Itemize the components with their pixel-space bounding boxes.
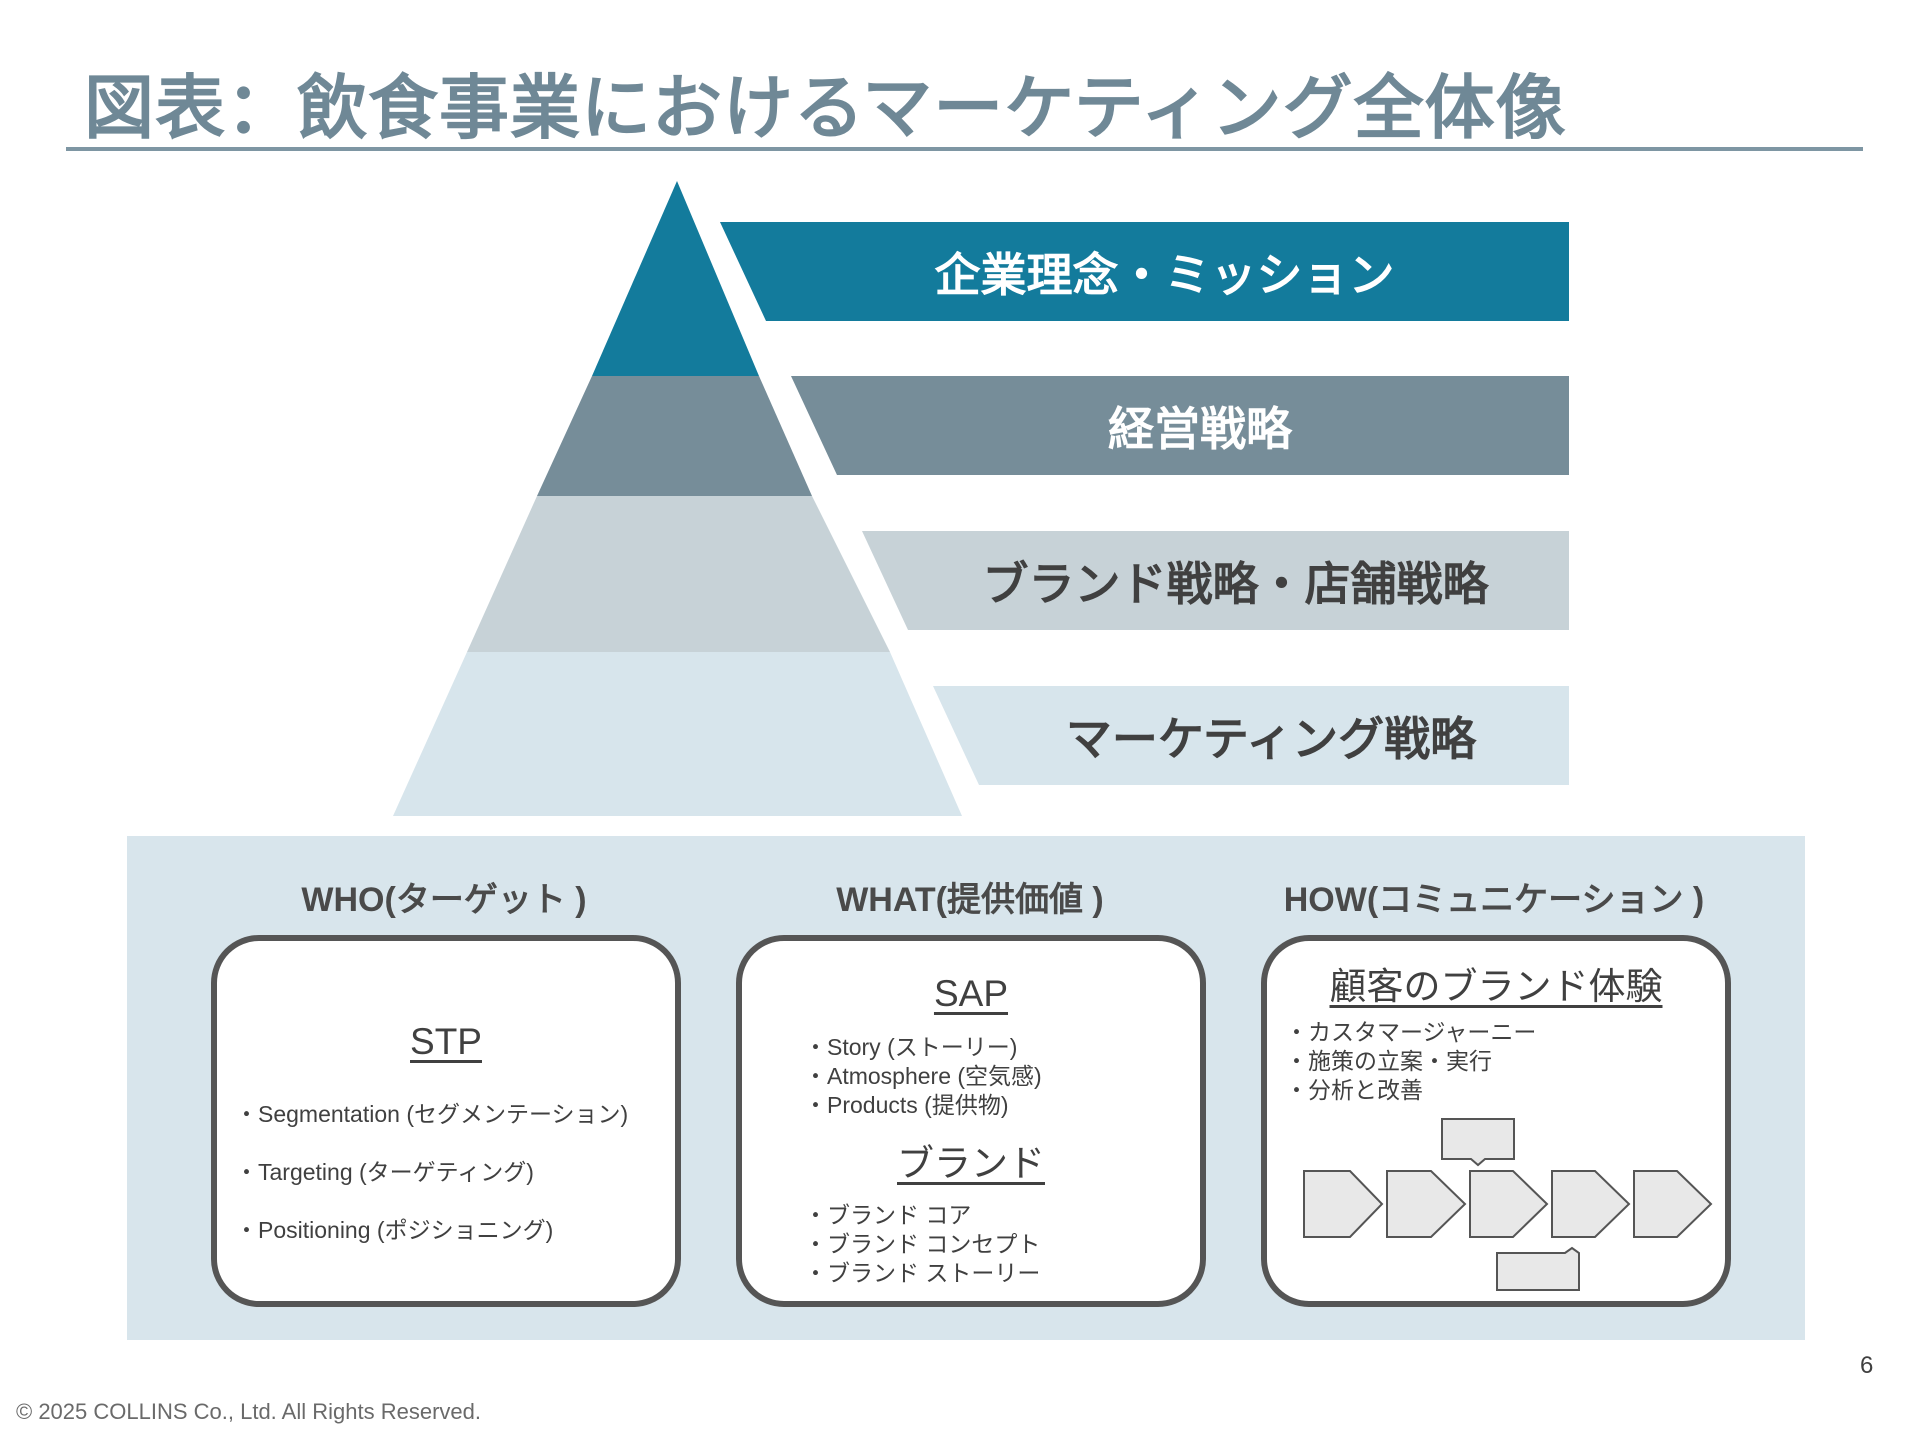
list-item: ブランド コンセプト [804,1225,1040,1259]
level-3-label: ブランド戦略・店舗戦略 [982,556,1489,611]
stp-heading: STP [410,1021,482,1062]
who-box: STP Segmentation (セグメンテーション) Targeting (… [211,935,681,1307]
band-shape-4 [933,686,1569,785]
how-heading: HOW(コミュニケーション ) [1283,881,1705,919]
list-item: Story (ストーリー) [804,1028,1017,1062]
list-item: ブランド コア [804,1196,971,1230]
title-divider [66,147,1863,151]
level-2-band: 経営戦略 [791,376,1569,475]
level-2-label: 経営戦略 [1108,401,1292,456]
what-heading: WHAT(提供価値 ) [836,881,1104,919]
pyramid-tier-1 [592,181,759,376]
level-1-band: 企業理念・ミッション [720,222,1569,321]
list-item: Segmentation (セグメンテーション) [235,1095,628,1129]
list-item: ブランド ストーリー [804,1254,1040,1288]
page-number: 6 [1860,1352,1874,1379]
band-shape-2 [791,376,1569,475]
list-item: Positioning (ポジショニング) [235,1211,553,1245]
who-heading: WHO(ターゲット ) [301,881,587,919]
list-item: Products (提供物) [804,1086,1008,1120]
level-4-band: マーケティング戦略 [933,686,1569,785]
pyramid-tier-3 [467,496,890,652]
page-title: 図表：飲食事業におけるマーケティング全体像 [84,67,1567,149]
level-4-label: マーケティング戦略 [1065,711,1477,766]
brand-experience-heading: 顧客のブランド体験 [1329,966,1663,1007]
pyramid-diagram [393,181,1569,816]
pyramid-tier-2 [537,376,812,496]
customer-journey-flow-icon [1303,1118,1713,1291]
level-3-band: ブランド戦略・店舗戦略 [862,531,1569,630]
band-shape-1 [720,222,1569,321]
brand-heading: ブランド [897,1143,1045,1184]
sap-heading: SAP [933,973,1009,1014]
copyright-text: © 2025 COLLINS Co., Ltd. All Rights Rese… [16,1399,481,1424]
list-item: Targeting (ターゲティング) [235,1153,534,1187]
what-box: SAP Story (ストーリー) Atmosphere (空気感) Produ… [736,935,1206,1307]
list-item: カスタマージャーニー [1285,1013,1536,1047]
band-shape-3 [862,531,1569,630]
level-1-label: 企業理念・ミッション [934,247,1395,302]
list-item: 施策の立案・実行 [1285,1042,1492,1076]
pyramid-tier-4 [393,652,962,816]
list-item: 分析と改善 [1285,1071,1423,1105]
list-item: Atmosphere (空気感) [804,1057,1042,1091]
